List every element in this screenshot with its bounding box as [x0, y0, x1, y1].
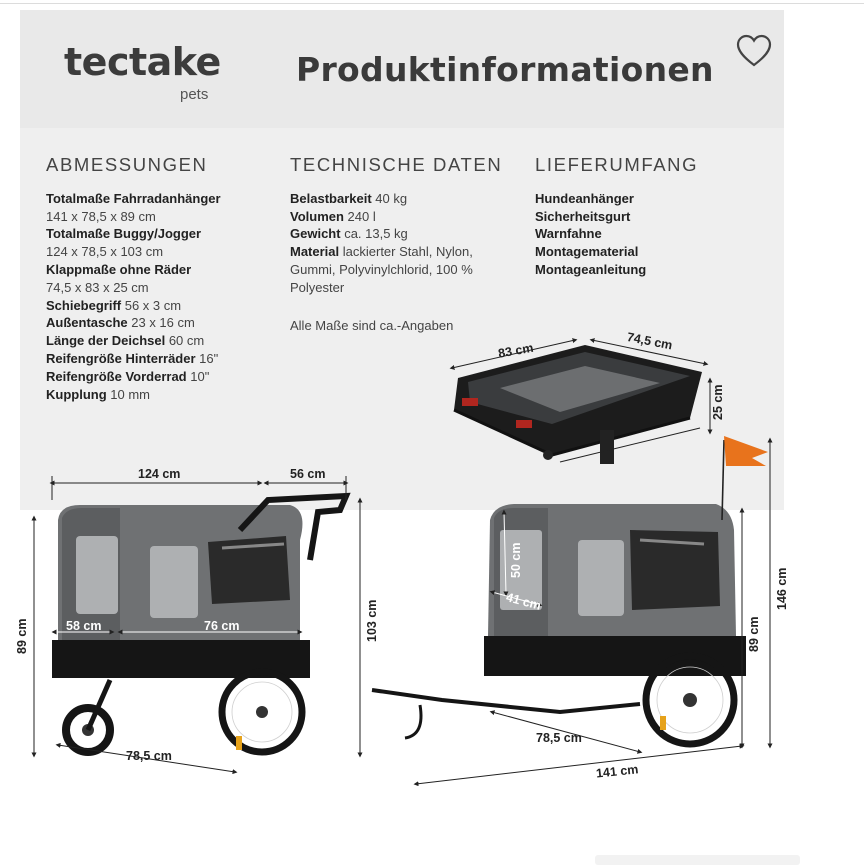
- spec-value: 74,5 x 83 x 25 cm: [46, 279, 149, 295]
- buggy-length-label: 124 cm: [138, 467, 180, 481]
- bike-length-label: 141 cm: [595, 762, 639, 780]
- spec-label: Sicherheitsgurt: [535, 208, 631, 224]
- spec-line: Sicherheitsgurt: [535, 208, 698, 226]
- spec-value: lackierter Stahl, Nylon,: [339, 244, 473, 260]
- spec-label: Totalmaße Fahrradanhänger: [46, 190, 221, 206]
- spec-label: Kupplung: [46, 386, 107, 402]
- buggy-handle-label: 56 cm: [290, 467, 325, 481]
- spec-line: Kupplung 10 mm: [46, 386, 221, 404]
- bike-height-flag-label: 146 cm: [775, 568, 789, 610]
- spec-label: Totalmaße Buggy/Jogger: [46, 226, 202, 242]
- spec-value: ca. 13,5 kg: [340, 226, 408, 242]
- spec-label: Volumen: [290, 208, 344, 224]
- spec-line: Montagematerial: [535, 243, 698, 261]
- delivery-heading: LIEFERUMFANG: [535, 154, 699, 175]
- spec-line: 124 x 78,5 x 103 cm: [46, 243, 221, 261]
- spec-value: 56 x 3 cm: [121, 297, 182, 313]
- buggy-inner-length-label: 76 cm: [204, 619, 239, 633]
- buggy-inner-depth-label: 58 cm: [66, 619, 101, 633]
- spec-label: Außentasche: [46, 315, 128, 331]
- dimensions-note: Alle Maße sind ca.-Angaben: [290, 317, 454, 333]
- spec-value: 60 cm: [165, 333, 205, 349]
- spec-value: 10": [186, 368, 210, 384]
- spec-label: Hundeanhänger: [535, 190, 634, 206]
- card-header: tectake pets Produktinformationen: [20, 10, 784, 128]
- spec-line: Totalmaße Fahrradanhänger: [46, 190, 221, 208]
- spec-line: Gummi, Polyvinylchlorid, 100 %: [290, 261, 502, 279]
- spec-line: Material lackierter Stahl, Nylon,: [290, 243, 502, 261]
- spec-value: 40 kg: [371, 190, 408, 206]
- buggy-height-total-label: 103 cm: [365, 600, 379, 642]
- folded-trailer-image: [453, 345, 702, 464]
- bike-inner-height-label: 50 cm: [509, 543, 523, 578]
- spec-value: Gummi, Polyvinylchlorid, 100 %: [290, 261, 473, 277]
- horizontal-scrollbar[interactable]: [595, 855, 800, 865]
- spec-line: Totalmaße Buggy/Jogger: [46, 225, 221, 243]
- spec-value: 240 l: [343, 208, 376, 224]
- spec-label: Warnfahne: [535, 226, 602, 242]
- dimensions-heading: ABMESSUNGEN: [46, 154, 208, 175]
- spec-label: Montageanleitung: [535, 261, 647, 277]
- spec-line: Außentasche 23 x 16 cm: [46, 314, 221, 332]
- spec-line: 141 x 78,5 x 89 cm: [46, 208, 221, 226]
- spec-label: Reifengröße Vorderrad: [46, 368, 187, 384]
- brand-logo-sub: pets: [180, 86, 209, 103]
- technical-heading: TECHNISCHE DATEN: [290, 154, 503, 175]
- spec-line: Schiebegriff 56 x 3 cm: [46, 297, 221, 315]
- spec-line: Gewicht ca. 13,5 kg: [290, 225, 502, 243]
- bike-trailer-image: [371, 436, 768, 748]
- spec-value: 23 x 16 cm: [127, 315, 195, 331]
- spec-value: Polyester: [290, 279, 345, 295]
- spec-label: Klappmaße ohne Räder: [46, 261, 192, 277]
- spec-line: Polyester: [290, 279, 502, 297]
- spec-label: Material: [290, 244, 340, 260]
- spec-line: Klappmaße ohne Räder: [46, 261, 221, 279]
- buggy-width-label: 78,5 cm: [126, 749, 172, 763]
- spec-line: Montageanleitung: [535, 261, 698, 279]
- spec-label: Belastbarkeit: [290, 190, 372, 206]
- spec-line: Belastbarkeit 40 kg: [290, 190, 502, 208]
- dimensions-column: ABMESSUNGEN Totalmaße Fahrradanhänger 141…: [46, 154, 221, 404]
- folded-height-label: 25 cm: [711, 385, 725, 420]
- bike-width-label: 78,5 cm: [536, 731, 582, 745]
- spec-value: 141 x 78,5 x 89 cm: [46, 208, 156, 224]
- spec-line: Reifengröße Hinterräder 16": [46, 350, 221, 368]
- spec-value: 16": [195, 350, 219, 366]
- spec-line: Länge der Deichsel 60 cm: [46, 332, 221, 350]
- spec-label: Schiebegriff: [46, 297, 122, 313]
- spec-line: Reifengröße Vorderrad 10": [46, 368, 221, 386]
- spec-label: Länge der Deichsel: [46, 333, 166, 349]
- spec-value: 124 x 78,5 x 103 cm: [46, 244, 164, 260]
- top-divider: [0, 3, 864, 4]
- spec-line: Hundeanhänger: [535, 190, 698, 208]
- buggy-image: [52, 492, 351, 756]
- spec-line: Volumen 240 l: [290, 208, 502, 226]
- spec-line: 74,5 x 83 x 25 cm: [46, 279, 221, 297]
- brand-logo: tectake: [64, 40, 221, 84]
- spec-label: Montagematerial: [535, 244, 639, 260]
- heart-icon[interactable]: [736, 34, 772, 68]
- spec-label: Gewicht: [290, 226, 341, 242]
- page-title: Produktinformationen: [296, 50, 714, 89]
- spec-label: Reifengröße Hinterräder: [46, 350, 196, 366]
- spec-line: Warnfahne: [535, 225, 698, 243]
- folded-width-label: 83 cm: [497, 341, 534, 361]
- spec-value: 10 mm: [106, 386, 150, 402]
- dimensions-list: Totalmaße Fahrradanhänger 141 x 78,5 x 89…: [46, 190, 221, 404]
- bike-height-body-label: 89 cm: [747, 617, 761, 652]
- buggy-height-body-label: 89 cm: [15, 619, 29, 654]
